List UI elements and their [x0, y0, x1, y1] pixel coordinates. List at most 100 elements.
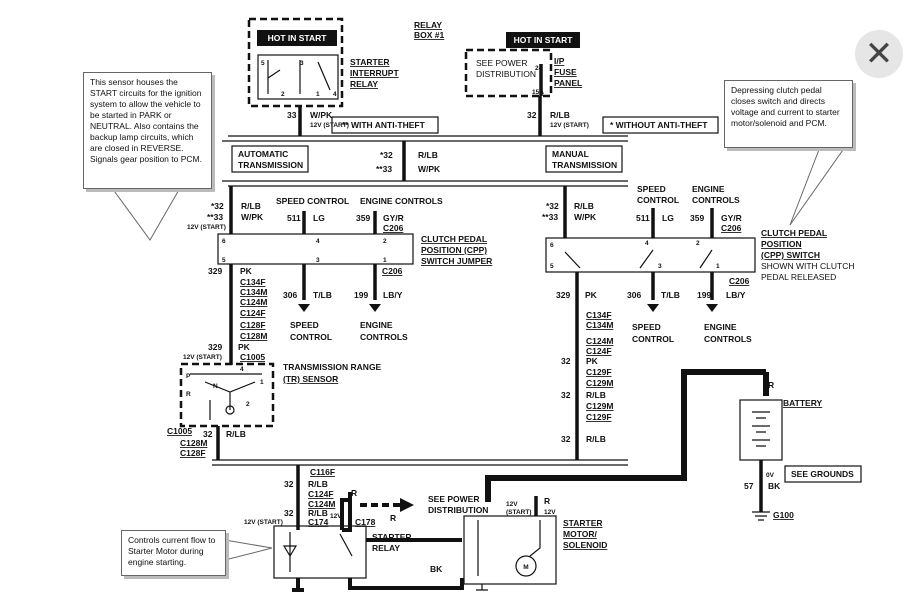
auto-w199: 199: [354, 290, 368, 300]
see-power-2: DISTRIBUTION: [476, 69, 536, 79]
cpp-note-2: PEDAL RELEASED: [761, 272, 836, 282]
top-feed-wires: [298, 96, 542, 136]
man-c124f: C124F: [586, 346, 612, 356]
auto-tlb: T/LB: [313, 290, 332, 300]
st-c174: C174: [308, 517, 329, 527]
fuse-amp: 15A: [532, 89, 544, 96]
fuse-title-2: FUSE: [554, 67, 577, 77]
battery-0v: 0V: [766, 472, 775, 479]
man-tlb: T/LB: [661, 290, 680, 300]
auto-gyr: GY/R: [383, 213, 404, 223]
starter-interrupt-label-2: INTERRUPT: [350, 68, 399, 78]
tr-sensor-border: [179, 362, 275, 428]
auto-speed: SPEED: [290, 320, 319, 330]
motor-symbol: [515, 555, 537, 577]
cpp-title-3: (CPP) SWITCH: [761, 250, 820, 260]
close-button[interactable]: ✕: [855, 30, 903, 78]
lower-bus: [212, 459, 628, 466]
clutch-note: Depressing clutch pedal closes switch an…: [724, 80, 853, 148]
auto-lby: LB/Y: [383, 290, 403, 300]
with-anti-theft-box: [331, 116, 439, 134]
wire-32-color: R/LB: [550, 110, 570, 120]
auto-w306: 306: [283, 290, 297, 300]
wire-33-color: W/PK: [310, 110, 333, 120]
manual-title-1: MANUAL: [552, 149, 589, 159]
automatic-title-1: AUTOMATIC: [238, 149, 288, 159]
see-power-1: SEE POWER: [476, 58, 527, 68]
pin-5: 5: [261, 60, 265, 67]
auto-c206: C206: [383, 223, 404, 233]
wire-33-no: 33: [287, 110, 297, 120]
st-rlb2: R/LB: [308, 508, 328, 518]
automatic-box: [231, 145, 309, 173]
man-w306: 306: [627, 290, 641, 300]
man-c134f: C134F: [586, 310, 612, 320]
relay-box-title-2: BOX #1: [414, 30, 445, 40]
man-c129f2: C129F: [586, 412, 612, 422]
man-star33: **33: [542, 212, 558, 222]
fuse-hot-badge: [506, 32, 580, 48]
st-w32: 32: [284, 479, 294, 489]
battery-cells: [752, 411, 770, 447]
auto-c1005: C1005: [240, 352, 265, 362]
man-controls2: CONTROLS: [704, 334, 752, 344]
st-w32b: 32: [284, 508, 294, 518]
jumper-title-2: POSITION (CPP): [421, 245, 487, 255]
man-control2: CONTROL: [632, 334, 674, 344]
relay-label-1: STARTER: [372, 532, 412, 542]
man-arrows: [647, 304, 718, 312]
tr-1: 1: [260, 379, 264, 386]
st-12v: 12V (START): [244, 519, 283, 526]
cpp-title-2: POSITION: [761, 239, 802, 249]
cpp-pin-1: 1: [716, 263, 720, 270]
jumper-pin-4: 4: [316, 238, 320, 245]
hot-in-start-label: HOT IN START: [268, 33, 328, 43]
man-engine2: ENGINE: [704, 322, 737, 332]
auto-c134f: C134F: [240, 277, 266, 287]
st-bk: BK: [430, 564, 443, 574]
st-12v-b: 12V: [330, 513, 342, 520]
relay-note: Controls current flow to Starter Motor d…: [121, 530, 226, 576]
man-w32: 32: [561, 356, 571, 366]
wire-32-no: 32: [527, 110, 537, 120]
tr-n: N: [213, 383, 218, 390]
jumper-title-1: CLUTCH PEDAL: [421, 234, 487, 244]
motor-r: R: [544, 496, 550, 506]
manual-box: [545, 145, 623, 173]
motor-label-2: MOTOR/: [563, 529, 597, 539]
st-c124f: C124F: [308, 489, 334, 499]
man-star32: *32: [546, 201, 559, 211]
man-c124m: C124M: [586, 336, 613, 346]
motor-12v: 12V: [544, 509, 556, 516]
jumper-pin-2: 2: [383, 238, 387, 245]
man-c134m: C134M: [586, 320, 613, 330]
motor-12v-1: 12V: [506, 501, 518, 508]
fuse-title-3: PANEL: [554, 78, 582, 88]
cpp-pin-2: 2: [696, 240, 700, 247]
man-pk: PK: [585, 290, 598, 300]
auto-controls: CONTROLS: [360, 332, 408, 342]
man-c206b: C206: [729, 276, 750, 286]
motor-ground: [476, 584, 488, 591]
clutch-note-pointer: [789, 146, 846, 226]
starter-interrupt-label-3: RELAY: [350, 79, 378, 89]
auto-control: CONTROL: [290, 332, 332, 342]
battery-bk: BK: [768, 481, 781, 491]
man-rlb: R/LB: [574, 201, 594, 211]
auto-c128f: C128F: [240, 320, 266, 330]
fuse-title-1: I/P: [554, 56, 565, 66]
cpp-pin-6: 6: [550, 242, 554, 249]
pin-1: 1: [316, 91, 320, 98]
man-upper-wires: [563, 186, 714, 238]
man-w32c: 32: [561, 434, 571, 444]
rlb: R/LB: [418, 150, 438, 160]
close-icon: ✕: [864, 34, 894, 74]
auto-engine-controls: ENGINE CONTROLS: [360, 196, 443, 206]
pin-2: 2: [281, 91, 285, 98]
auto-c206b: C206: [382, 266, 403, 276]
starter-interrupt-relay-symbol: [257, 54, 339, 100]
man-c129m2: C129M: [586, 401, 613, 411]
motor-12v-2: (START): [506, 509, 532, 516]
man-gyr: GY/R: [721, 213, 742, 223]
battery-label: BATTERY: [783, 398, 823, 408]
